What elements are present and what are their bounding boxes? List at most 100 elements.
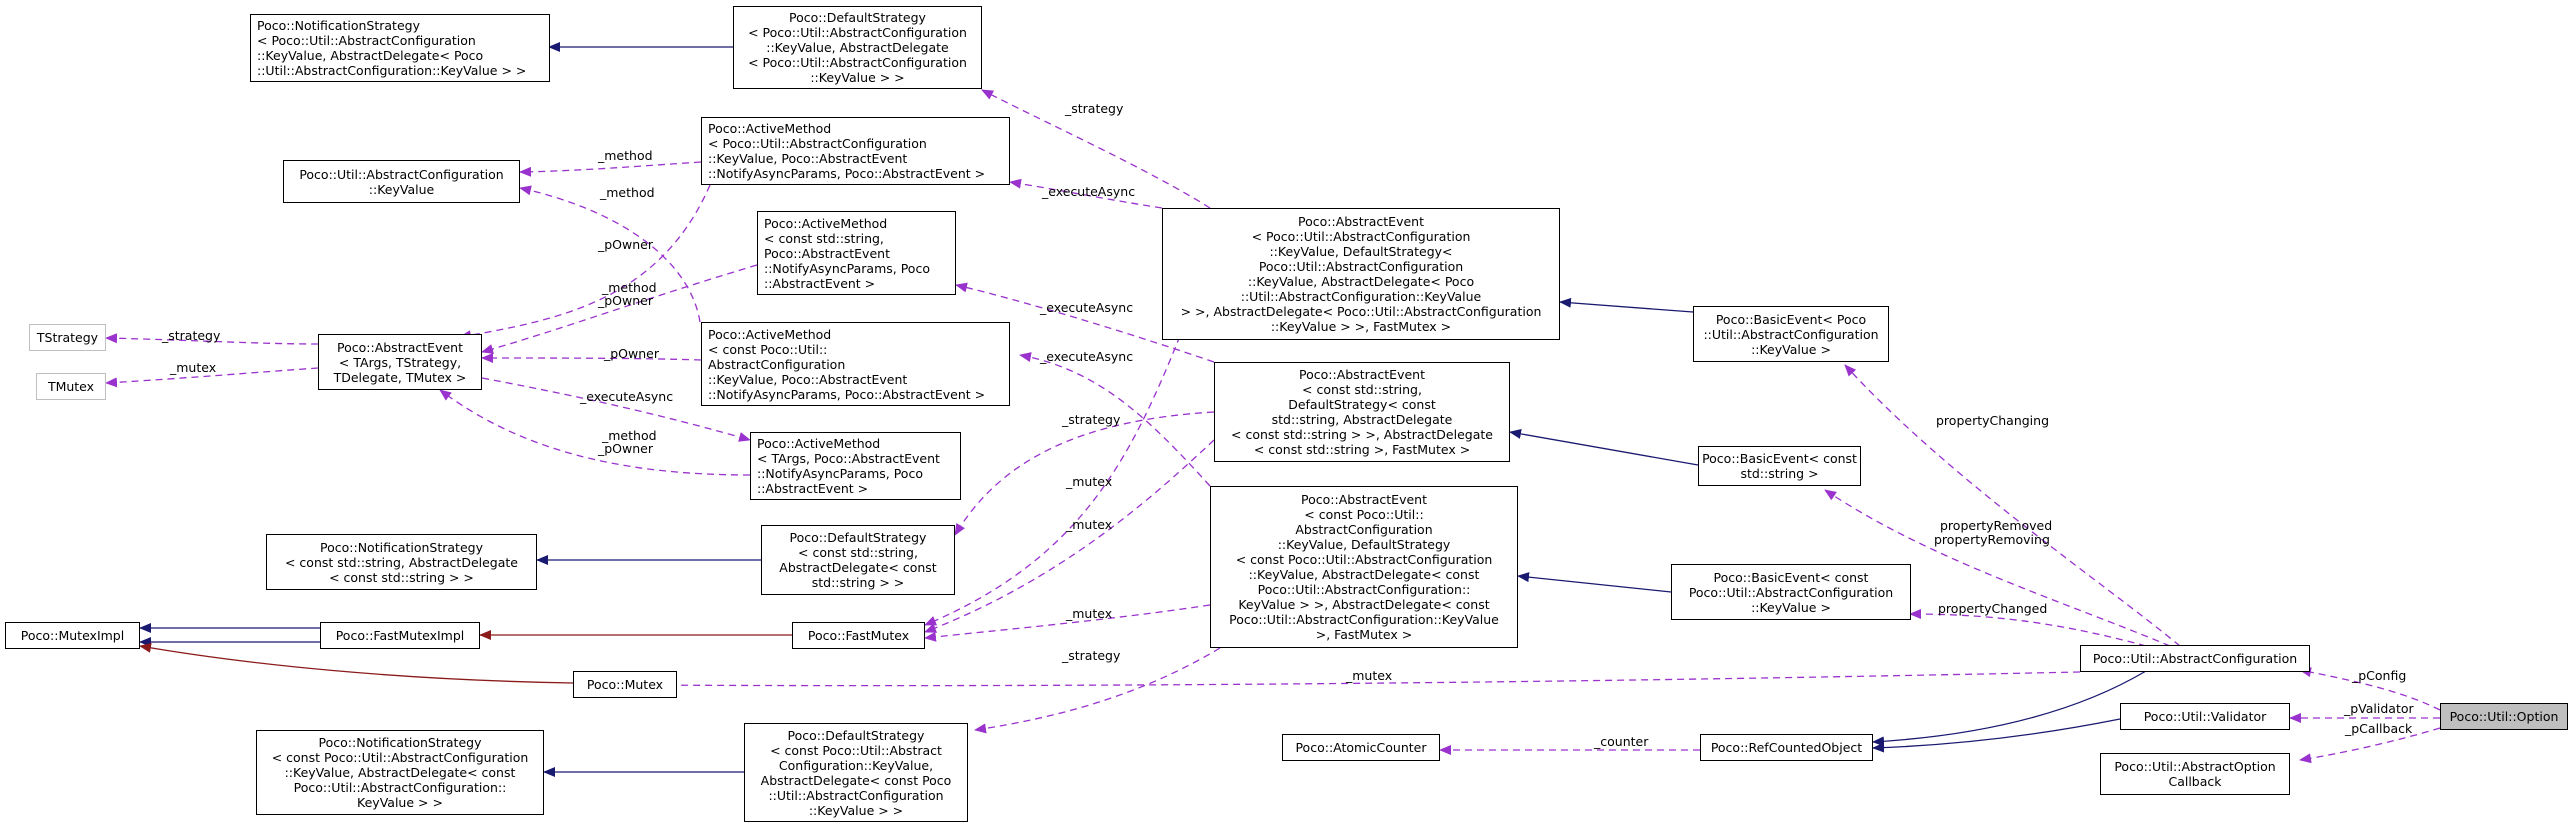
- node-notification-strategy-str[interactable]: Poco::NotificationStrategy< const std::s…: [266, 534, 537, 590]
- node-abstract-configuration[interactable]: Poco::Util::AbstractConfiguration: [2080, 645, 2310, 672]
- node-default-strategy-top[interactable]: Poco::DefaultStrategy< Poco::Util::Abstr…: [733, 6, 982, 89]
- edge-executeasync-kv: [1009, 178, 1163, 209]
- node-label-line: Poco::BasicEvent< const: [1702, 451, 1857, 466]
- label-executeasync-kv: _executeAsync: [1041, 184, 1135, 199]
- label-property-changed: propertyChanged: [1938, 601, 2047, 616]
- node-label-line: Poco::AbstractEvent: [1301, 492, 1427, 507]
- node-abstractevent-kv[interactable]: Poco::AbstractEvent< Poco::Util::Abstrac…: [1162, 208, 1560, 340]
- node-label-line: < const std::string,: [1302, 382, 1422, 397]
- node-notification-strategy-ckv[interactable]: Poco::NotificationStrategy< const Poco::…: [256, 730, 544, 815]
- label-property-changing: propertyChanging: [1936, 413, 2049, 428]
- node-abstractevent-targs[interactable]: Poco::AbstractEvent< TArgs, TStrategy,TD…: [318, 334, 482, 390]
- node-label-line: < const std::string,: [798, 545, 918, 560]
- node-default-strategy-ckv[interactable]: Poco::DefaultStrategy< const Poco::Util:…: [744, 723, 968, 822]
- node-label-line: < Poco::Util::AbstractConfiguration: [748, 55, 967, 70]
- node-option[interactable]: Poco::Util::Option: [2440, 703, 2568, 730]
- edge-strategy-targs: [105, 333, 319, 345]
- node-label-line: TDelegate, TMutex >: [333, 369, 467, 385]
- label-strategy-top: _strategy: [1064, 101, 1124, 116]
- node-activemethod-str[interactable]: Poco::ActiveMethod< const std::string,Po…: [757, 211, 956, 295]
- edge-strategy-top: [981, 89, 1211, 209]
- edge-powner-kv: [459, 184, 711, 341]
- node-muteximpl[interactable]: Poco::MutexImpl: [5, 622, 140, 649]
- node-label-line: >, FastMutex >: [1315, 627, 1413, 642]
- label-strategy-str: _strategy: [1061, 412, 1121, 427]
- node-label-line: ::Util::AbstractConfiguration::KeyValue: [1240, 289, 1482, 304]
- label-executeasync-targs: _executeAsync: [579, 389, 673, 404]
- node-label-line: Poco::RefCountedObject: [1710, 740, 1863, 755]
- node-validator[interactable]: Poco::Util::Validator: [2120, 703, 2290, 730]
- label-method-powner-str-1: _method: [601, 280, 657, 295]
- node-label-line: ::KeyValue, AbstractDelegate< Poco: [1247, 274, 1475, 289]
- edge-method-powner-targs: [439, 389, 751, 476]
- node-activemethod-kv[interactable]: Poco::ActiveMethod< Poco::Util::Abstract…: [701, 117, 1010, 185]
- node-activemethod-ckv[interactable]: Poco::ActiveMethod< const Poco::Util::Ab…: [701, 322, 1010, 406]
- edge-executeasync-targs: [481, 377, 751, 442]
- node-label-line: std::string > >: [811, 575, 905, 590]
- node-keyvalue[interactable]: Poco::Util::AbstractConfiguration::KeyVa…: [283, 160, 520, 203]
- node-label-line: Poco::BasicEvent< Poco: [1715, 311, 1867, 327]
- edge-method-powner-str: [481, 264, 758, 354]
- node-default-strategy-str[interactable]: Poco::DefaultStrategy< const std::string…: [761, 525, 955, 595]
- label-method-kv2: _method: [599, 185, 655, 200]
- node-label-line: KeyValue > >: [357, 795, 443, 810]
- node-label-line: ::KeyValue, DefaultStrategy: [1277, 537, 1451, 552]
- edge-mutex-config: [633, 671, 2081, 691]
- node-label-line: ::NotifyAsyncParams, Poco: [764, 260, 930, 276]
- node-label-line: < const std::string >, FastMutex >: [1253, 442, 1471, 457]
- node-activemethod-targs[interactable]: Poco::ActiveMethod< TArgs, Poco::Abstrac…: [750, 432, 961, 500]
- label-property-removed-1: propertyRemoved: [1940, 518, 2052, 533]
- node-label-line: Poco::ActiveMethod: [764, 215, 888, 231]
- edge-executeasync-ckv: [1019, 352, 1211, 487]
- edge-mutex-to-muteximpl: [139, 642, 574, 684]
- node-fastmutex[interactable]: Poco::FastMutex: [792, 622, 925, 649]
- node-label-line: ::KeyValue, AbstractDelegate: [766, 40, 949, 55]
- edge-powner-ckv: [481, 353, 702, 364]
- edge-basicevent-str-to-abstractevent-str: [1509, 428, 1699, 466]
- node-fastmuteximpl[interactable]: Poco::FastMutexImpl: [320, 622, 480, 649]
- node-label-line: Poco::ActiveMethod: [708, 326, 832, 342]
- node-abstractevent-ckv[interactable]: Poco::AbstractEvent< const Poco::Util::A…: [1210, 486, 1518, 648]
- node-label-line: ::KeyValue >: [1751, 599, 1831, 615]
- node-tmutex[interactable]: TMutex: [36, 373, 106, 400]
- node-label-line: std::string >: [1740, 466, 1819, 481]
- label-mutex-str: _mutex: [1065, 517, 1112, 532]
- node-atomic-counter[interactable]: Poco::AtomicCounter: [1282, 734, 1440, 761]
- node-label-line: Poco::MutexImpl: [20, 628, 125, 643]
- edge-property-removed: [1824, 489, 2171, 647]
- label-property-removed-2: propertyRemoving: [1934, 532, 2050, 547]
- node-mutex[interactable]: Poco::Mutex: [573, 671, 677, 698]
- node-label-line: Poco::Util::AbstractConfiguration: [1258, 259, 1464, 274]
- node-label-line: std::string, AbstractDelegate: [1271, 412, 1453, 427]
- node-basicevent-kv[interactable]: Poco::BasicEvent< Poco::Util::AbstractCo…: [1693, 306, 1889, 362]
- edge-executeasync-str: [955, 282, 1215, 363]
- node-label-line: Poco::Util::AbstractConfiguration: [299, 166, 504, 182]
- label-mutex-kv: _mutex: [1065, 474, 1112, 489]
- node-label-line: TStrategy: [36, 330, 99, 345]
- edge-config-to-refcounted: [1872, 670, 2147, 747]
- node-notification-strategy-top[interactable]: Poco::NotificationStrategy< Poco::Util::…: [250, 14, 550, 82]
- node-label-line: Poco::NotificationStrategy: [318, 735, 482, 750]
- label-mutex-targs: _mutex: [169, 360, 216, 375]
- node-label-line: Poco::ActiveMethod: [757, 436, 881, 451]
- node-label-line: < const Poco::Util::AbstractConfiguratio…: [271, 750, 529, 765]
- node-refcountedobject[interactable]: Poco::RefCountedObject: [1700, 734, 1873, 761]
- node-label-line: Poco::Util::AbstractConfiguration: [1688, 584, 1894, 600]
- node-label-line: < const Poco::Util::: [1304, 507, 1424, 522]
- node-label-line: Poco::AbstractEvent: [337, 339, 463, 355]
- node-tstrategy[interactable]: TStrategy: [29, 324, 106, 351]
- edge-pcallback: [2299, 727, 2441, 764]
- node-abstractevent-str[interactable]: Poco::AbstractEvent< const std::string,D…: [1214, 362, 1510, 462]
- node-label-line: Poco::AbstractEvent: [764, 245, 890, 261]
- node-label-line: ::KeyValue >: [1751, 341, 1831, 357]
- node-label-line: ::Util::AbstractConfiguration::KeyValue …: [257, 63, 527, 78]
- edge-method-kv2: [519, 185, 701, 323]
- node-label-line: ::KeyValue > >, FastMutex >: [1270, 319, 1452, 334]
- node-label-line: ::NotifyAsyncParams, Poco::AbstractEvent…: [708, 166, 986, 181]
- node-label-line: < TArgs, Poco::AbstractEvent: [757, 451, 940, 466]
